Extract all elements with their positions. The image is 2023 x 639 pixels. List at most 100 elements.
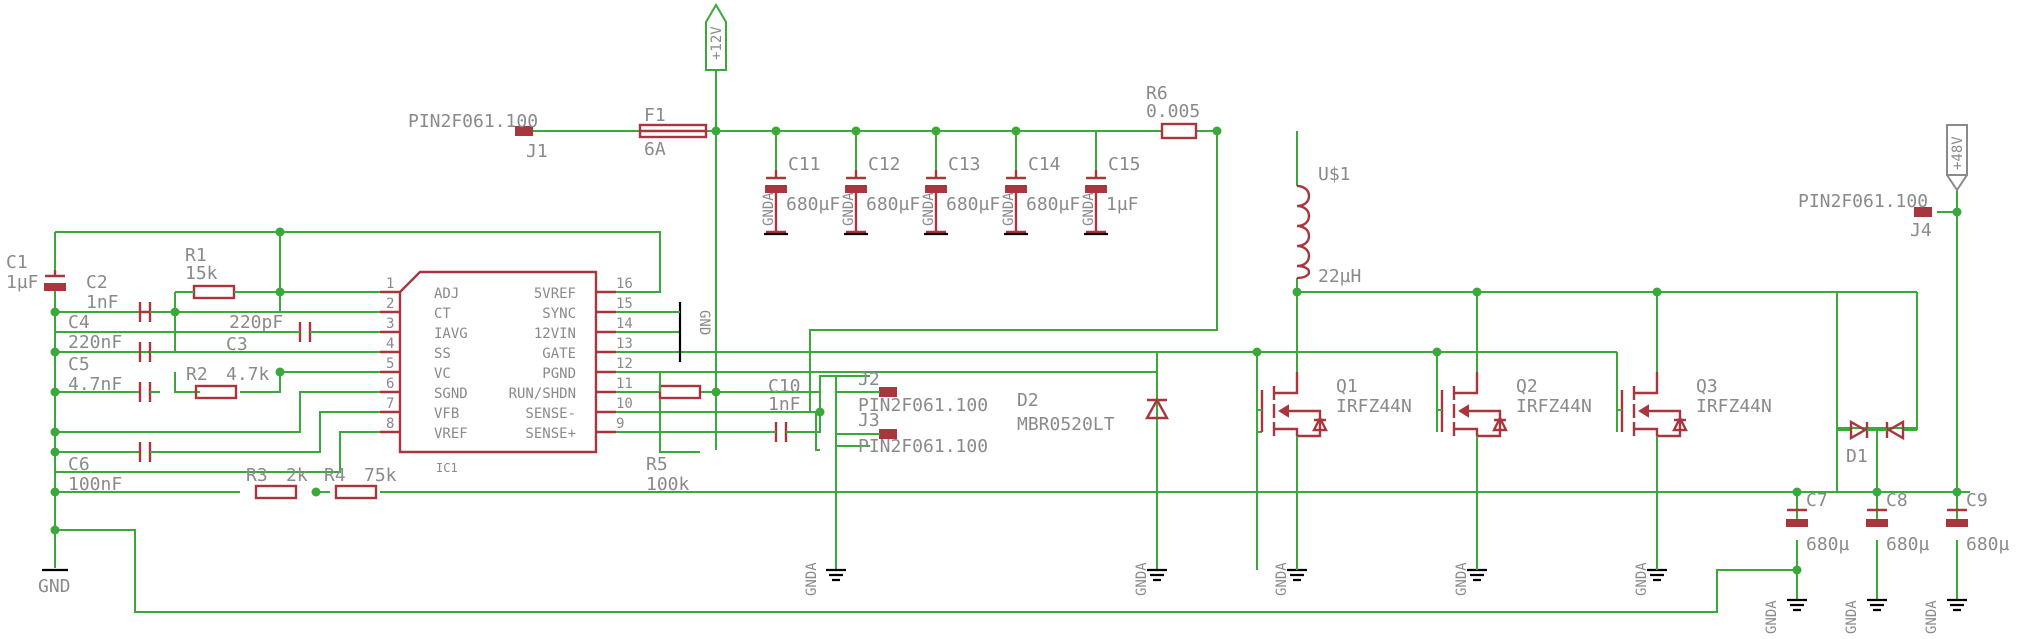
c4-value: 220nF: [68, 332, 122, 353]
diode-d2: D2 MBR0520LT GNDA: [1017, 390, 1170, 596]
junctions: [50, 126, 1962, 575]
capacitor-c11: C11 680µF GNDA: [761, 154, 840, 234]
d2-name: D2: [1017, 390, 1039, 411]
c12-gnda: GNDA: [841, 192, 857, 226]
c5-value: 4.7nF: [68, 374, 122, 395]
ic-pin1-label: ADJ: [434, 286, 459, 302]
ic-pin2-num: 2: [386, 296, 394, 312]
d1-name: D1: [1846, 446, 1868, 467]
ic-pin4-label: SS: [434, 346, 451, 362]
capacitor-c4: C4 220nF: [68, 312, 175, 362]
resistor-r5: R5 100k: [646, 384, 702, 495]
f1-name: F1: [644, 105, 666, 126]
ic-pin4-num: 4: [386, 336, 394, 352]
r1-name: R1: [185, 245, 207, 266]
j3: J3 PIN2F061.100: [836, 410, 988, 457]
resistor-r4: R4 75k: [324, 465, 397, 500]
supply-12v-label: +12V: [709, 26, 725, 60]
j1: PIN2F061.100 J1: [408, 111, 548, 162]
ic-pin5-num: 5: [386, 356, 394, 372]
ic-pin7-label: VFB: [434, 406, 459, 422]
gnda-c8-label: GNDA: [1844, 600, 1860, 634]
r1-value: 15k: [185, 263, 218, 284]
c6-value: 100nF: [68, 474, 122, 495]
gnda-q2-label: GNDA: [1454, 562, 1470, 596]
diode-d1: D1: [1836, 292, 1918, 492]
c7-name: C7: [1806, 490, 1828, 511]
q2-name: Q2: [1516, 376, 1538, 397]
mosfet-q1: Q1 IRFZ44N GNDA: [1260, 372, 1412, 596]
gnda-c9-label: GNDA: [1924, 600, 1940, 634]
r5-value: 100k: [646, 474, 690, 495]
f1-value: 6A: [644, 139, 666, 160]
capacitor-c5: C5 4.7nF: [68, 354, 200, 402]
ic-pin6-label: SGND: [434, 386, 468, 402]
ic-pin14-label: 12VIN: [534, 326, 576, 342]
ic-pin13-num: 13: [616, 336, 633, 352]
capacitor-c6: C6 100nF: [68, 442, 160, 495]
capacitor-c1: C1 1µF: [6, 252, 66, 293]
c1-value: 1µF: [6, 272, 39, 293]
c5-name: C5: [68, 354, 90, 375]
resistor-r6: R6 0.005: [1146, 83, 1200, 140]
gnda-q3-label: GNDA: [1634, 562, 1650, 596]
ic-pin9-num: 9: [616, 416, 624, 432]
r4-name: R4: [324, 465, 346, 486]
ic-pin10-label: SENSE-: [525, 406, 576, 422]
ic-pin3-label: IAVG: [434, 326, 468, 342]
gnda-j: GNDA: [804, 562, 846, 596]
d2-value: MBR0520LT: [1017, 414, 1115, 435]
capacitor-c15: C15 1µF GNDA: [1081, 154, 1141, 234]
capacitor-c9: C9 680µ GNDA: [1924, 490, 2010, 634]
r5-name: R5: [646, 454, 668, 475]
j4-name: J4: [1910, 220, 1932, 241]
q3-value: IRFZ44N: [1696, 396, 1772, 417]
j2: J2 PIN2F061.100: [836, 369, 988, 416]
c14-name: C14: [1028, 154, 1061, 175]
c6-name: C6: [68, 454, 90, 475]
r2-name: R2: [186, 364, 208, 385]
r6-value: 0.005: [1146, 101, 1200, 122]
j2-name: J2: [858, 369, 880, 390]
ic-pin15-num: 15: [616, 296, 633, 312]
c15-name: C15: [1108, 154, 1141, 175]
ic-pin12-num: 12: [616, 356, 633, 372]
inductor-name: U$1: [1318, 164, 1351, 185]
q1-name: Q1: [1336, 376, 1358, 397]
c8-name: C8: [1886, 490, 1908, 511]
j2-value: PIN2F061.100: [858, 395, 988, 416]
gnda-d2-label: GNDA: [1134, 562, 1150, 596]
c14-gnda: GNDA: [1001, 192, 1017, 226]
capacitor-c8: C8 680µ GNDA: [1844, 490, 1930, 634]
r3-value: 2k: [286, 465, 308, 486]
c3-value: 220pF: [229, 312, 283, 333]
ic-pin16-label: 5VREF: [534, 286, 576, 302]
ic-pin1-num: 1: [386, 276, 394, 292]
c3-name: C3: [226, 334, 248, 355]
ic-pin6-num: 6: [386, 376, 394, 392]
ic-pin7-num: 7: [386, 396, 394, 412]
gnda-j-label: GNDA: [804, 562, 820, 596]
gnd-left: GND: [38, 530, 71, 597]
c14-value: 680µF: [1026, 194, 1080, 215]
resistor-r1: R1 15k: [174, 245, 280, 312]
j4: PIN2F061.100 J4: [1798, 191, 1932, 241]
c11-gnda: GNDA: [761, 192, 777, 226]
resistor-r2: R2 4.7k: [186, 364, 270, 400]
ic-pin5-label: VC: [434, 366, 451, 382]
ic-pin14-num: 14: [616, 316, 633, 332]
ic-pin10-num: 10: [616, 396, 633, 412]
ic-pin12-label: PGND: [542, 366, 576, 382]
c8-value: 680µ: [1886, 534, 1930, 555]
ic-pin11-num: 11: [616, 376, 633, 392]
q2-value: IRFZ44N: [1516, 396, 1592, 417]
r2-value: 4.7k: [226, 364, 270, 385]
c12-value: 680µF: [866, 194, 920, 215]
gnda-c7-label: GNDA: [1764, 600, 1780, 634]
j1-name: J1: [526, 141, 548, 162]
fuse-f1: F1 6A: [638, 105, 708, 160]
gnda-q1-label: GNDA: [1274, 562, 1290, 596]
r6-name: R6: [1146, 83, 1168, 104]
c13-value: 680µF: [946, 194, 1000, 215]
